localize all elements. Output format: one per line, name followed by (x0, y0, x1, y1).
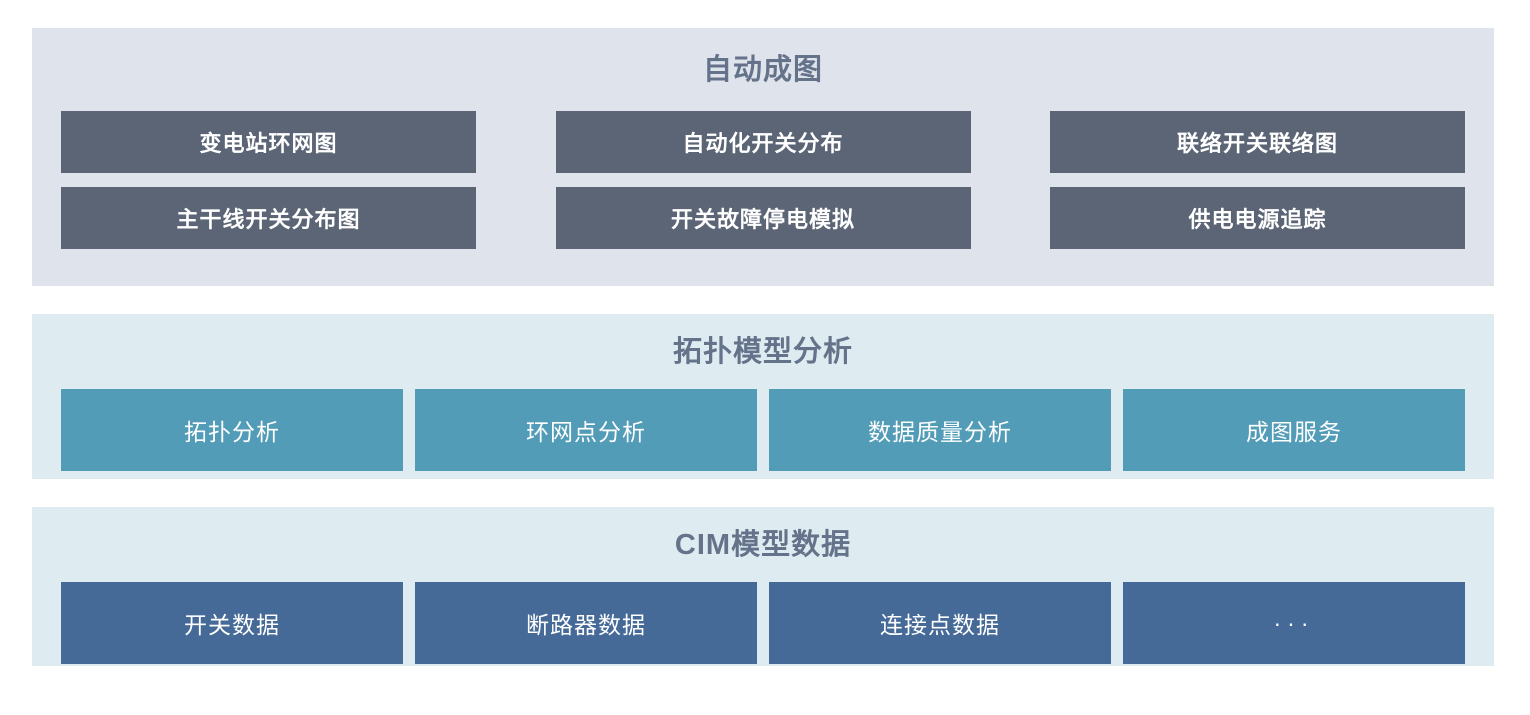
button-data-quality-analysis[interactable]: 数据质量分析 (769, 389, 1111, 471)
architecture-stack: 自动成图 变电站环网图 自动化开关分布 联络开关联络图 主干线开关分布图 开关故… (32, 28, 1494, 666)
button-topology-analysis[interactable]: 拓扑分析 (61, 389, 403, 471)
section-auto-mapping: 自动成图 变电站环网图 自动化开关分布 联络开关联络图 主干线开关分布图 开关故… (32, 28, 1494, 286)
button-circuit-breaker-data[interactable]: 断路器数据 (415, 582, 757, 664)
cim-button-grid: 开关数据 断路器数据 连接点数据 ··· (32, 582, 1494, 664)
button-substation-ring-network-diagram[interactable]: 变电站环网图 (61, 111, 476, 173)
section-cim-model-data: CIM模型数据 开关数据 断路器数据 连接点数据 ··· (32, 507, 1494, 666)
button-switch-data[interactable]: 开关数据 (61, 582, 403, 664)
button-power-source-tracing[interactable]: 供电电源追踪 (1050, 187, 1465, 249)
button-automation-switch-distribution[interactable]: 自动化开关分布 (555, 111, 971, 173)
auto-mapping-button-grid: 变电站环网图 自动化开关分布 联络开关联络图 主干线开关分布图 开关故障停电模拟… (32, 111, 1494, 249)
button-connectivity-node-data[interactable]: 连接点数据 (769, 582, 1111, 664)
section-title-auto-mapping: 自动成图 (702, 54, 823, 86)
button-trunk-line-switch-distribution-diagram[interactable]: 主干线开关分布图 (61, 187, 476, 249)
button-mapping-service[interactable]: 成图服务 (1123, 389, 1465, 471)
section-title-cim-model-data: CIM模型数据 (674, 529, 852, 561)
section-title-topology-model-analysis: 拓扑模型分析 (672, 336, 853, 368)
button-more-data[interactable]: ··· (1123, 582, 1465, 664)
topology-button-grid: 拓扑分析 环网点分析 数据质量分析 成图服务 (32, 389, 1494, 471)
button-ring-network-point-analysis[interactable]: 环网点分析 (415, 389, 757, 471)
section-topology-model-analysis: 拓扑模型分析 拓扑分析 环网点分析 数据质量分析 成图服务 (32, 314, 1494, 479)
button-switch-fault-outage-simulation[interactable]: 开关故障停电模拟 (555, 187, 971, 249)
button-tie-switch-contact-diagram[interactable]: 联络开关联络图 (1050, 111, 1465, 173)
